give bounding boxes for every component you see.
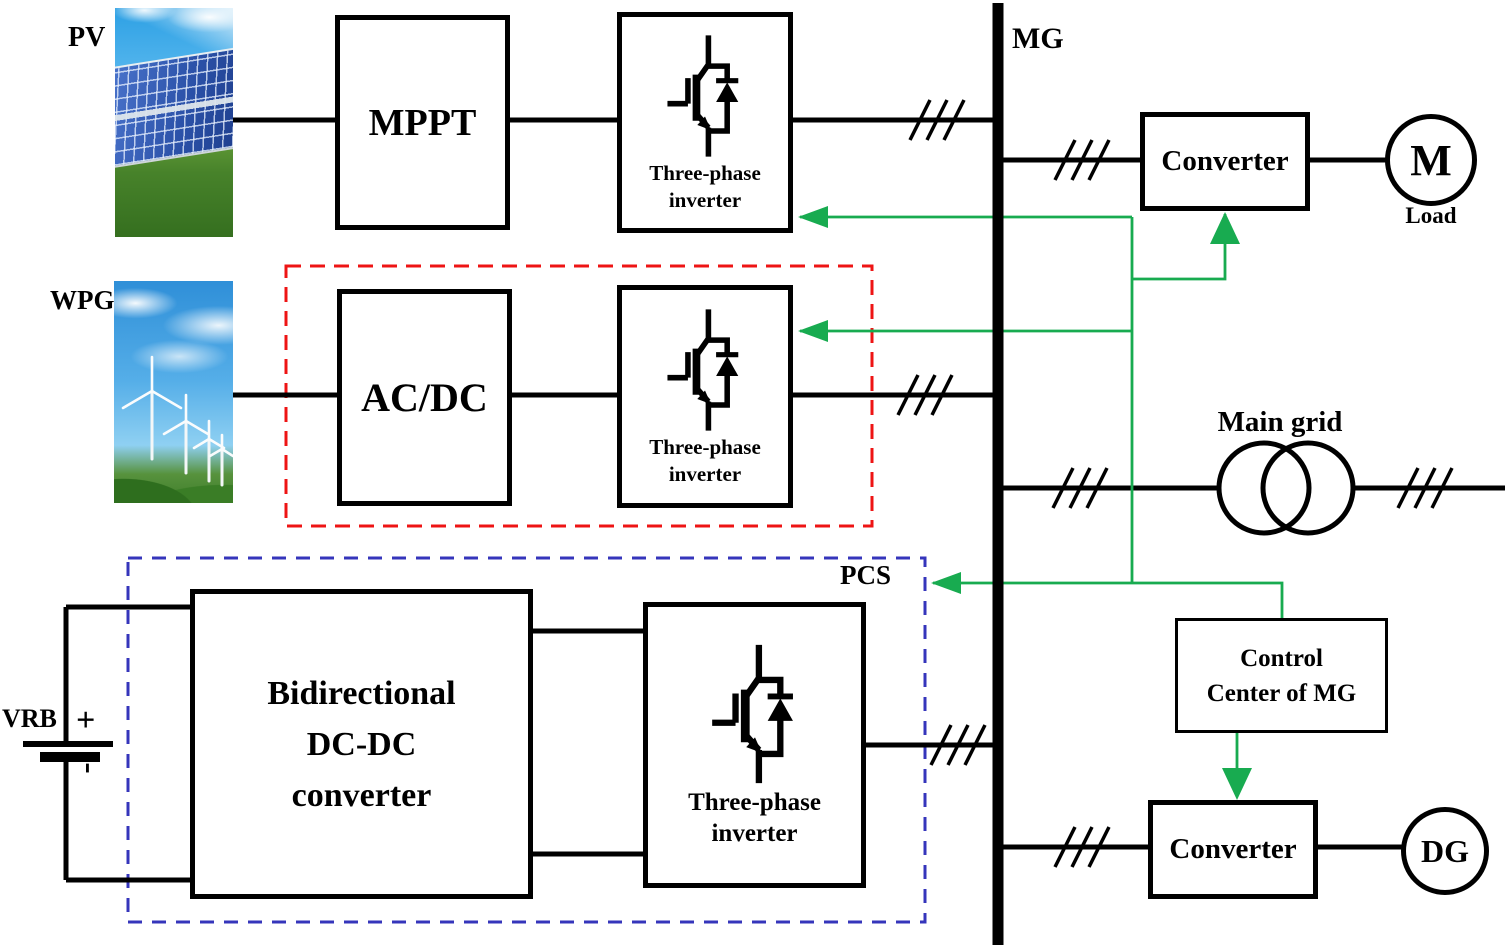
transformer-icon [1216,440,1356,536]
acdc-block-label: AC/DC [361,375,488,420]
mppt-block-label: MPPT [368,101,477,144]
dg-symbol-letters: DG [1421,832,1469,869]
control-arrow [798,206,1252,800]
three-phase-inverter-battery-block: Three-phase inverter [643,602,866,888]
three-phase-slash-icon [896,99,1454,868]
converter-block-label: Converter [1169,833,1297,865]
pv-label: PV [68,22,106,53]
wind-photo [114,281,233,503]
converter-block-label: Converter [1161,145,1289,177]
battery-minus-sign: - [71,762,109,774]
inverter-label-line2: inverter [668,187,742,212]
mg-bus-label: MG [1012,22,1064,55]
vrb-label: VRB [2,704,57,733]
control-signal-lines [800,214,1284,770]
inverter-label-line1: Three-phase [688,788,821,816]
wpg-label: WPG [50,285,115,315]
three-phase-inverter-wind-block: Three-phase inverter [617,285,793,508]
pv-photo [115,8,233,237]
converter-load-block: Converter [1140,112,1310,211]
battery-icon [23,741,113,762]
inverter-label-line1: Three-phase [649,435,761,460]
inverter-label-line2: inverter [668,461,742,486]
three-phase-inverter-pv-block: Three-phase inverter [617,12,793,233]
bidirectional-label-line2: DC-DC [306,725,417,763]
motor-symbol-letter: M [1410,135,1452,185]
solar-panel-icon [115,46,233,170]
pcs-label: PCS [840,560,892,590]
igbt-icon [655,306,755,434]
inverter-label-line2: inverter [711,820,798,847]
bidirectional-dcdc-block: Bidirectional DC-DC converter [190,589,533,899]
main-grid-label: Main grid [1217,406,1343,438]
igbt-icon [699,641,811,787]
igbt-icon [655,32,755,160]
motor-load-symbol: M [1385,114,1477,206]
bidirectional-label-line3: converter [291,776,432,814]
pcs-group-boundary [126,556,927,924]
inverter-label-line1: Three-phase [649,161,761,186]
acdc-block: AC/DC [337,289,512,506]
converter-dg-block: Converter [1148,800,1318,899]
control-center-block: Control Center of MG [1175,618,1388,733]
power-wires [63,117,1505,883]
bidirectional-label-line1: Bidirectional [267,674,456,712]
battery-plus-sign: + [76,702,96,739]
wind-turbines-icon [121,355,233,487]
mppt-block: MPPT [335,15,510,230]
dg-symbol: DG [1401,807,1489,895]
control-center-label-line2: Center of MG [1206,679,1357,707]
control-center-label-line1: Control [1240,644,1323,672]
load-label: Load [1405,203,1457,228]
